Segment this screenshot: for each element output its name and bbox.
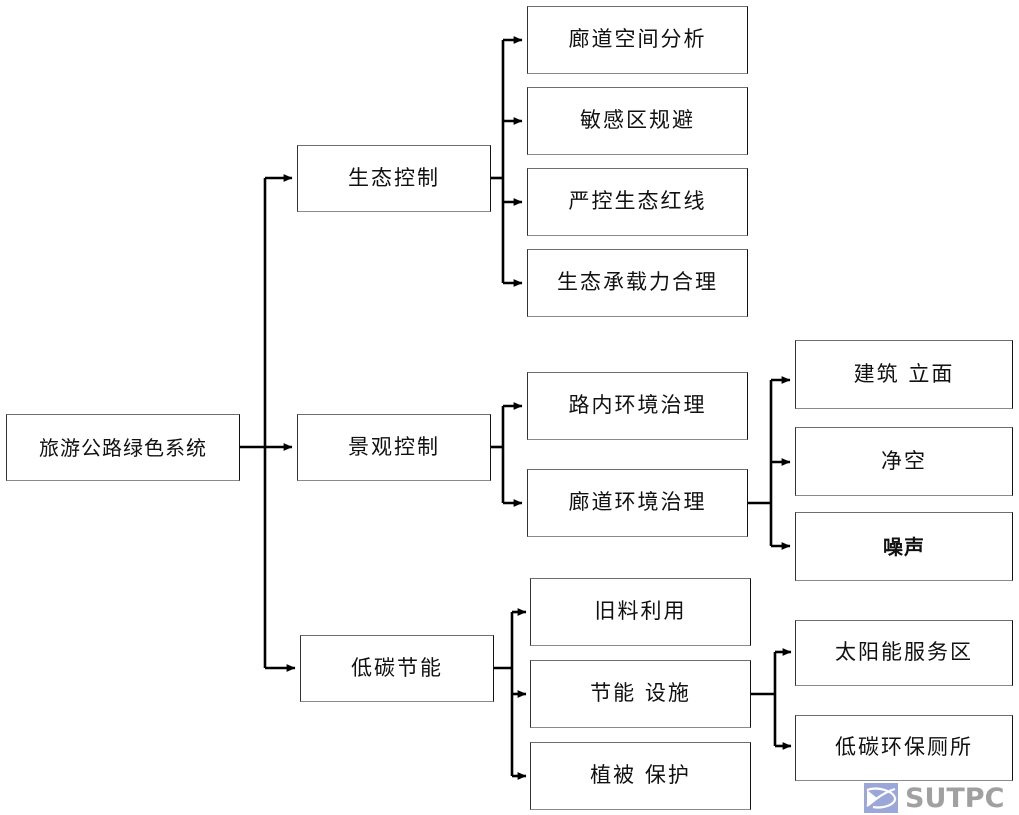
node-inroad-env-governance[interactable]: 路内环境治理 <box>527 372 748 440</box>
node-noise[interactable]: 噪声 <box>795 512 1013 581</box>
node-corridor-env-governance[interactable]: 廊道环境治理 <box>527 469 748 537</box>
node-energy-saving-facility[interactable]: 节能 设施 <box>530 660 751 728</box>
node-lowcarbon-energy[interactable]: 低碳节能 <box>300 635 494 702</box>
node-sensitive-area-avoidance[interactable]: 敏感区规避 <box>527 87 748 155</box>
node-ecological-capacity[interactable]: 生态承载力合理 <box>527 249 748 317</box>
node-old-material-reuse[interactable]: 旧料利用 <box>530 578 751 646</box>
node-solar-service-area[interactable]: 太阳能服务区 <box>795 620 1013 686</box>
node-building-facade[interactable]: 建筑 立面 <box>795 340 1013 409</box>
node-root[interactable]: 旅游公路绿色系统 <box>6 414 240 481</box>
node-ecological-redline-control[interactable]: 严控生态红线 <box>527 168 748 236</box>
swoosh-icon <box>864 783 898 813</box>
sutpc-watermark: SUTPC <box>864 781 1014 815</box>
node-corridor-space-analysis[interactable]: 廊道空间分析 <box>527 6 748 74</box>
node-vegetation-protection[interactable]: 植被 保护 <box>530 742 751 810</box>
sutpc-logo-icon <box>864 783 898 813</box>
node-lowcarbon-eco-toilet[interactable]: 低碳环保厕所 <box>795 715 1013 781</box>
node-landscape-control[interactable]: 景观控制 <box>297 414 491 481</box>
node-clearance[interactable]: 净空 <box>795 427 1013 496</box>
sutpc-brand-text: SUTPC <box>905 782 1005 814</box>
node-eco-control[interactable]: 生态控制 <box>297 145 491 212</box>
